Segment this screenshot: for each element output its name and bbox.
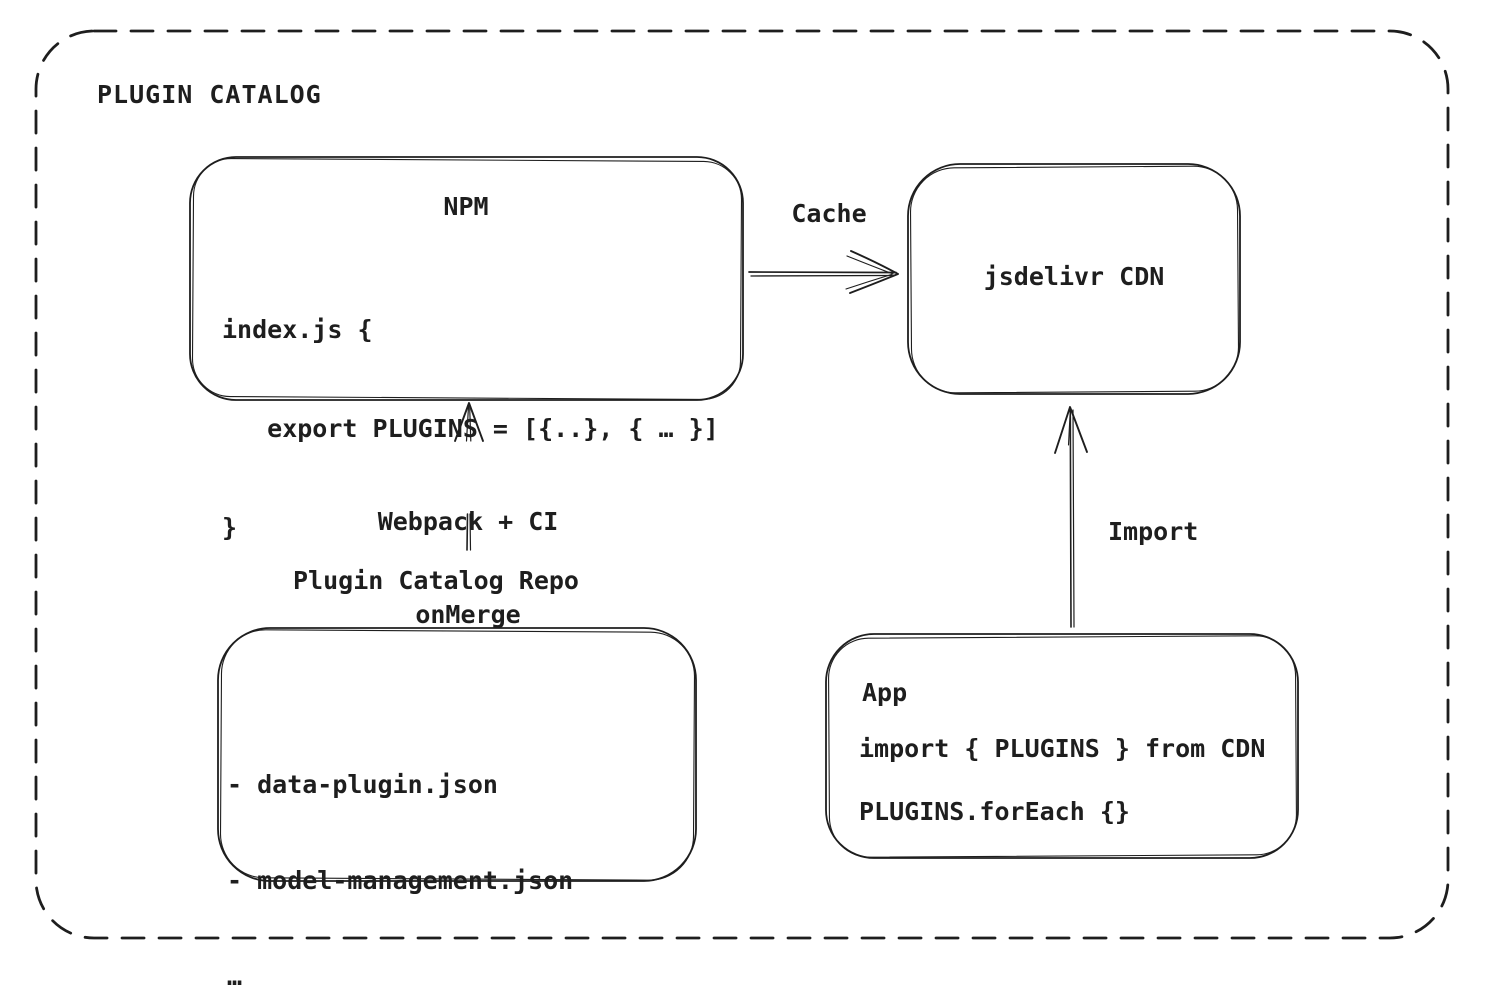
npm-code-line: index.js { xyxy=(222,315,373,344)
npm-box-title: NPM xyxy=(443,192,489,221)
build-arrow-label-line2: onMerge xyxy=(415,600,521,629)
npm-box xyxy=(189,156,744,401)
repo-box-label: Plugin Catalog Repo xyxy=(293,566,579,595)
build-arrow-label: Webpack + CI onMerge xyxy=(378,444,559,692)
import-arrow-label: Import xyxy=(1108,517,1199,546)
app-box xyxy=(825,633,1299,859)
import-arrow xyxy=(1054,406,1088,628)
cdn-box xyxy=(907,163,1241,395)
npm-code-line: } xyxy=(222,513,238,542)
build-arrow xyxy=(454,402,484,551)
npm-code-line: export PLUGINS = [{..}, { … }] xyxy=(222,414,719,443)
npm-code-block: index.js { export PLUGINS = [{..}, { … }… xyxy=(222,247,719,610)
repo-file-list: - data-plugin.json - model-management.js… xyxy=(227,705,573,1002)
diagram-title: PLUGIN CATALOG xyxy=(97,80,322,109)
cdn-box-label: jsdelivr CDN xyxy=(983,262,1165,291)
cache-arrow-label: Cache xyxy=(791,199,867,228)
build-arrow-label-line1: Webpack + CI xyxy=(377,507,559,536)
repo-file-item: - data-plugin.json xyxy=(227,770,498,799)
cache-arrow xyxy=(748,250,899,294)
repo-file-item: … xyxy=(227,962,243,991)
app-code-line: import { PLUGINS } from CDN xyxy=(859,734,1266,763)
plugin-catalog-container-border xyxy=(34,29,1450,940)
repo-box xyxy=(217,627,697,882)
app-box-title: App xyxy=(862,678,908,707)
app-code-line: PLUGINS.forEach {} xyxy=(859,797,1130,826)
repo-file-item: - model-management.json xyxy=(227,866,574,895)
